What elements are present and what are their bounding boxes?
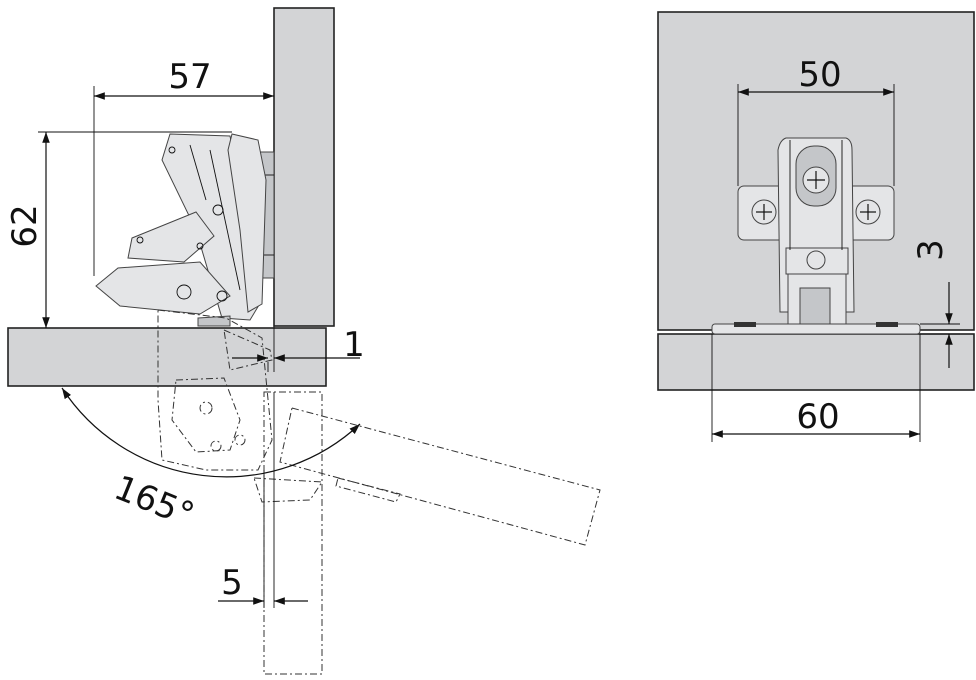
front-door-panel [657, 333, 975, 391]
door-panel [7, 327, 327, 387]
dim-side-width: 57 [93, 57, 274, 276]
front-view: 50 3 60 [657, 11, 975, 442]
dim-side-height: 62 [5, 131, 232, 328]
dim-opening-angle: 165° [61, 387, 361, 536]
dim-label-60: 60 [796, 397, 839, 437]
dim-label-1: 1 [343, 325, 365, 365]
dim-plate-width: 50 [737, 55, 895, 186]
door-open-165-outline [279, 407, 601, 546]
dim-plate-offset: 3 [911, 239, 960, 368]
cabinet-side-panel [273, 7, 335, 327]
dim-base-width: 60 [711, 334, 921, 442]
front-hinge-arm [777, 137, 855, 325]
dim-door-offset: 5 [218, 392, 308, 608]
front-base-strip [711, 322, 921, 335]
dim-overlay-gap: 1 [232, 325, 365, 372]
dim-label-3: 3 [911, 239, 951, 261]
hinge-arm-closed [95, 133, 267, 327]
door-open-90-outline [263, 391, 323, 675]
dim-label-5: 5 [221, 563, 243, 603]
side-view: 57 62 1 165° 5 [5, 7, 601, 675]
dim-label-57: 57 [168, 57, 211, 97]
dim-label-62: 62 [5, 204, 45, 247]
dim-label-165: 165° [109, 468, 200, 536]
dim-label-50: 50 [798, 55, 841, 95]
